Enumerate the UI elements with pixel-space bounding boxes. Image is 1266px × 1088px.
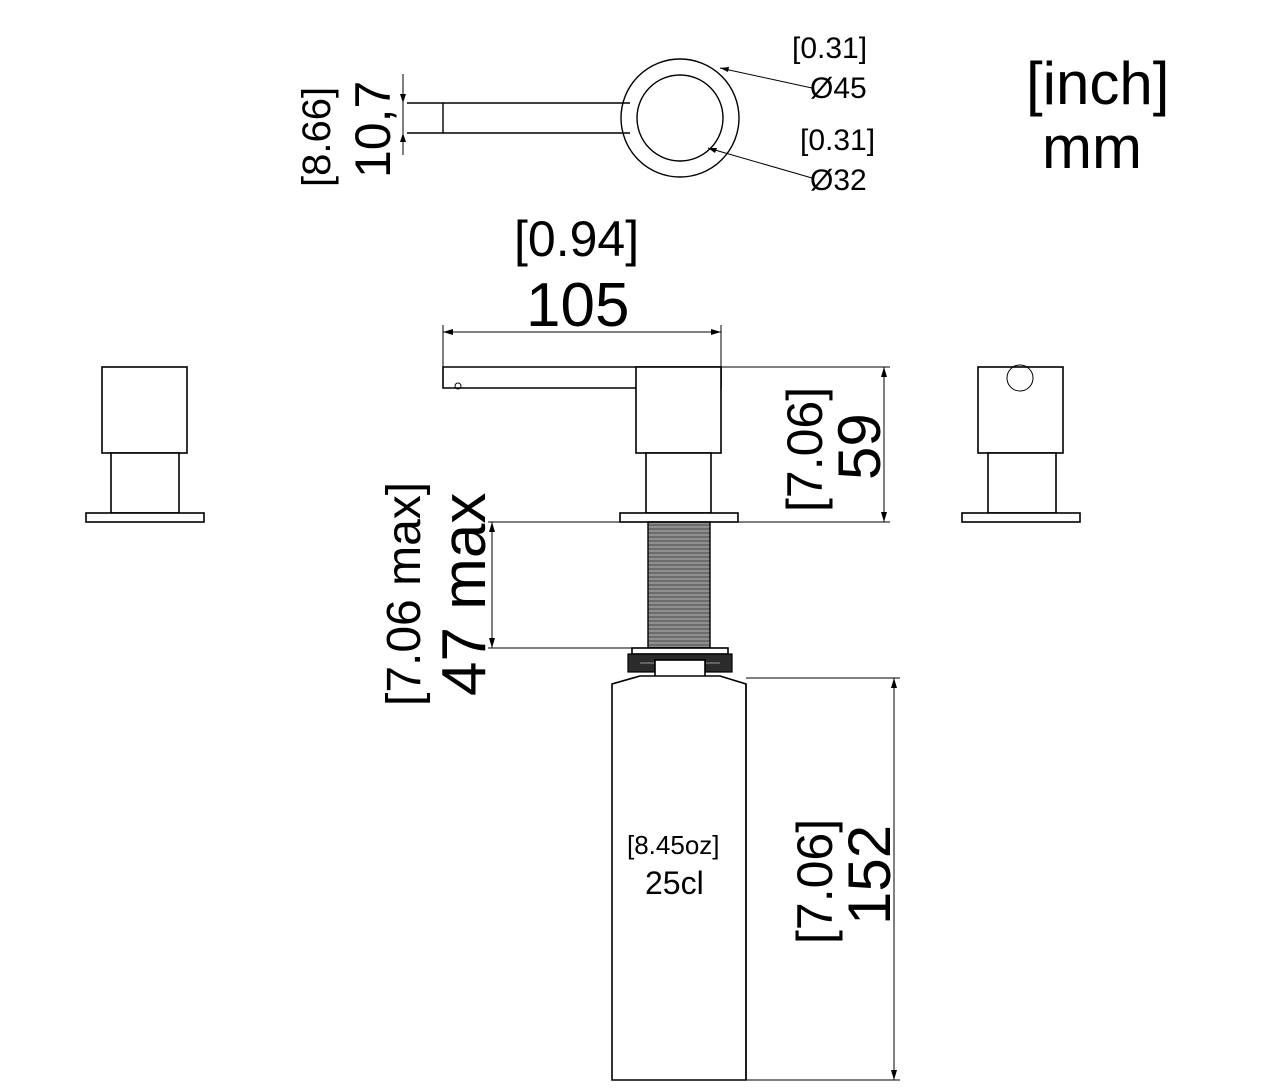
stem-thickness-mm-label: 10,7 [345, 81, 401, 178]
dispenser-flange [619, 512, 739, 523]
dispenser-head [635, 366, 722, 454]
deck-thickness-dimension [488, 521, 632, 649]
side-view-right [961, 364, 1081, 523]
dispenser-front-view [442, 366, 747, 1081]
top-view-stem [407, 102, 630, 134]
side-view-left [85, 366, 205, 523]
bottle-capacity-oz-label: [8.45oz] [627, 830, 720, 860]
unit-mm-label: mm [1042, 114, 1142, 181]
diameter-leaders [707, 67, 813, 179]
top-view-ring [620, 58, 740, 178]
bottle-capacity-cl-label: 25cl [645, 865, 704, 901]
bottle-height-mm-label: 152 [836, 825, 903, 925]
spout-length-dimension [442, 325, 722, 367]
stem-thickness-inch-label: [8.66] [295, 87, 339, 187]
top-view: [8.66] 10,7 [0.31] Ø45 [0.31] Ø32 [295, 32, 875, 197]
stem-thickness-dimension [400, 74, 406, 155]
dispenser-neck [645, 452, 712, 514]
spout-length-mm-label: 105 [526, 271, 629, 340]
outer-diameter-inch-label: [0.31] [792, 32, 867, 65]
head-height-dimension [721, 366, 890, 523]
deck-thickness-mm-label: 47 max [430, 493, 499, 696]
bottle-height-dimension [746, 677, 900, 1081]
mounting-nut-washer [631, 647, 729, 655]
head-height-mm-label: 59 [826, 413, 893, 480]
threaded-shank [647, 521, 711, 649]
inner-diameter-inch-label: [0.31] [800, 124, 875, 157]
inner-diameter-mm-label: Ø32 [810, 164, 867, 197]
bottle-height-inch-label: [7.06] [787, 819, 843, 944]
deck-thickness-inch-label: [7.06 max] [378, 482, 431, 706]
head-height-inch-label: [7.06] [777, 387, 833, 512]
spout-length-inch-label: [0.94] [514, 211, 639, 267]
unit-inch-label: [inch] [1026, 50, 1169, 117]
outer-diameter-mm-label: Ø45 [810, 72, 867, 105]
